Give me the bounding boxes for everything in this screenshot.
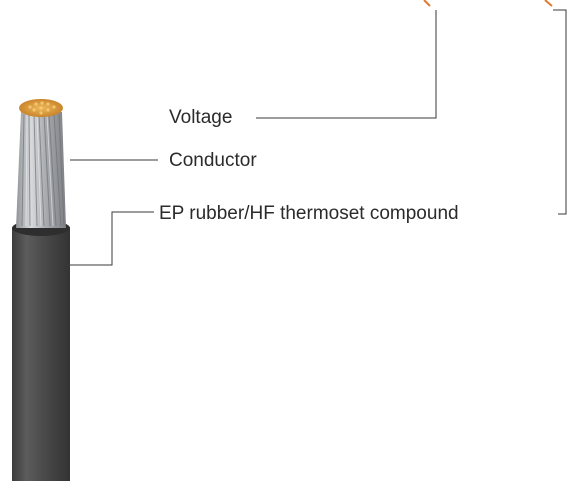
voltage-leader xyxy=(256,10,437,119)
marking-leader xyxy=(553,9,567,215)
strand-highlights xyxy=(25,113,54,227)
insulation-leader xyxy=(66,211,154,266)
copper-strand-dots xyxy=(28,101,56,115)
accent-tick-left xyxy=(423,0,431,7)
leader-lines xyxy=(66,9,567,266)
conductor-label: Conductor xyxy=(169,150,257,171)
strand-lines xyxy=(21,113,65,227)
outer-sheath xyxy=(12,223,70,481)
voltage-label: Voltage xyxy=(169,107,233,128)
accent-tick-right xyxy=(544,0,553,7)
insulation-label: EP rubber/HF thermoset compound xyxy=(159,203,459,224)
